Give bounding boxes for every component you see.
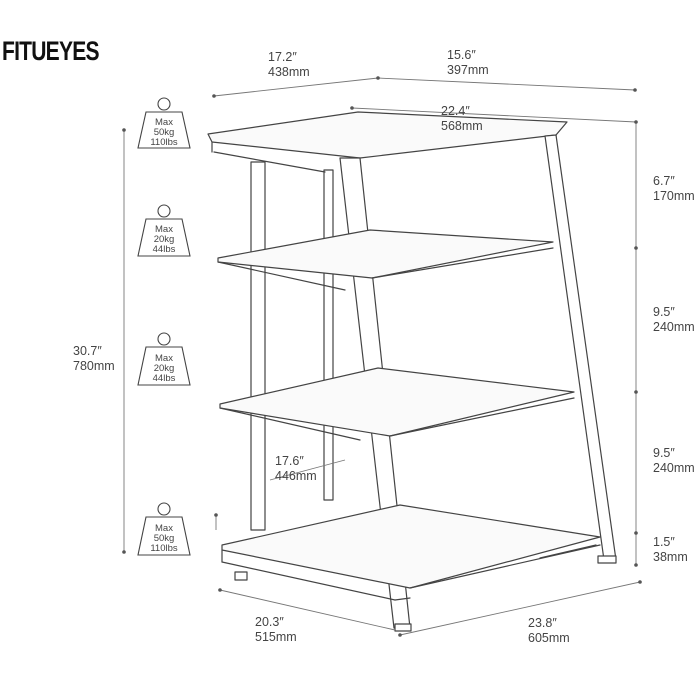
dim-top-depth-mm: 438mm [268,65,310,79]
dim-line-top-depth [214,78,378,96]
weight-limit-1: Max 50kg 110lbs [136,104,192,160]
dim-line-base-depth [220,590,395,630]
dim-bottom-clear-in: 1.5″ [653,535,675,549]
dim-line-base-width [400,582,640,635]
dim-bottom-clear-mm: 38mm [653,550,688,564]
weight-icon-2 [138,204,190,256]
bottom-shelf [222,505,600,588]
weight-icon-3 [138,332,190,385]
dim-label-base-width: 23.8″ 605mm [528,616,570,646]
brand-part-1: FITU [2,36,46,66]
dim-label-top-depth: 17.2″ 438mm [268,50,310,80]
dim-gap-top-in: 6.7″ [653,174,675,188]
brand-part-2: EYES [45,36,100,66]
dim-label-gap-middle-2: 9.5″ 240mm [653,446,695,476]
dim-label-top-diagonal: 22.4″ 568mm [441,104,483,134]
weight-limit-3: Max 20kg 44lbs [136,340,192,396]
foot [235,572,247,580]
dim-total-height-in: 30.7″ [73,344,102,358]
dim-base-depth-in: 20.3″ [255,615,284,629]
weight-limit-kg: 20kg [153,234,175,245]
weight-limit-4: Max 50kg 110lbs [136,510,192,566]
dim-label-total-height: 30.7″ 780mm [73,344,115,374]
dim-line-top-width [378,78,635,90]
weight-icon-1 [138,97,190,148]
dim-total-height-mm: 780mm [73,359,115,373]
dim-gap-middle-2-in: 9.5″ [653,446,675,460]
dim-label-base-depth: 20.3″ 515mm [255,615,297,645]
dim-base-depth-mm: 515mm [255,630,297,644]
weight-limit-lbs: 44lbs [152,373,176,384]
dim-label-gap-middle-1: 9.5″ 240mm [653,305,695,335]
dim-gap-middle-1-mm: 240mm [653,320,695,334]
weight-limit-kg: 20kg [153,363,175,374]
dim-inner-depth-in: 17.6″ [275,454,304,468]
brand-logo: FITUEYES [2,36,100,67]
shelf-3 [220,368,574,436]
dim-top-width-mm: 397mm [447,63,489,77]
dim-top-width-in: 15.6″ [447,48,476,62]
weight-limit-label: Max [155,117,173,128]
dim-base-width-in: 23.8″ [528,616,557,630]
dim-top-diagonal-mm: 568mm [441,119,483,133]
dim-line-inner-depth [270,460,345,480]
dim-gap-middle-1-in: 9.5″ [653,305,675,319]
weight-limit-label: Max [155,353,173,364]
front-leg-right [545,135,616,560]
foot [395,624,411,631]
dim-label-bottom-clear: 1.5″ 38mm [653,535,688,565]
dim-gap-top-mm: 170mm [653,189,695,203]
weight-limit-lbs: 110lbs [150,543,178,554]
dim-base-width-mm: 605mm [528,631,570,645]
dim-label-top-width: 15.6″ 397mm [447,48,489,78]
weight-limit-2: Max 20kg 44lbs [136,211,192,267]
dim-label-gap-top: 6.7″ 170mm [653,174,695,204]
rear-post-right [324,170,333,500]
foot [598,556,616,563]
shelf-2 [218,230,553,278]
dim-gap-middle-2-mm: 240mm [653,461,695,475]
rear-post-left [251,162,265,530]
weight-icon-4 [138,502,190,555]
dim-top-diagonal-in: 22.4″ [441,104,470,118]
weight-limit-label: Max [155,523,173,534]
weight-limit-kg: 50kg [153,127,175,138]
dim-inner-depth-mm: 446mm [275,469,317,483]
weight-limit-label: Max [155,224,173,235]
top-shelf [208,112,567,158]
dim-line-top-diagonal [352,108,636,122]
weight-limit-lbs: 110lbs [150,137,178,148]
dim-top-depth-in: 17.2″ [268,50,297,64]
dim-label-inner-depth: 17.6″ 446mm [275,454,317,484]
weight-limit-lbs: 44lbs [152,244,176,255]
weight-limit-kg: 50kg [153,533,175,544]
